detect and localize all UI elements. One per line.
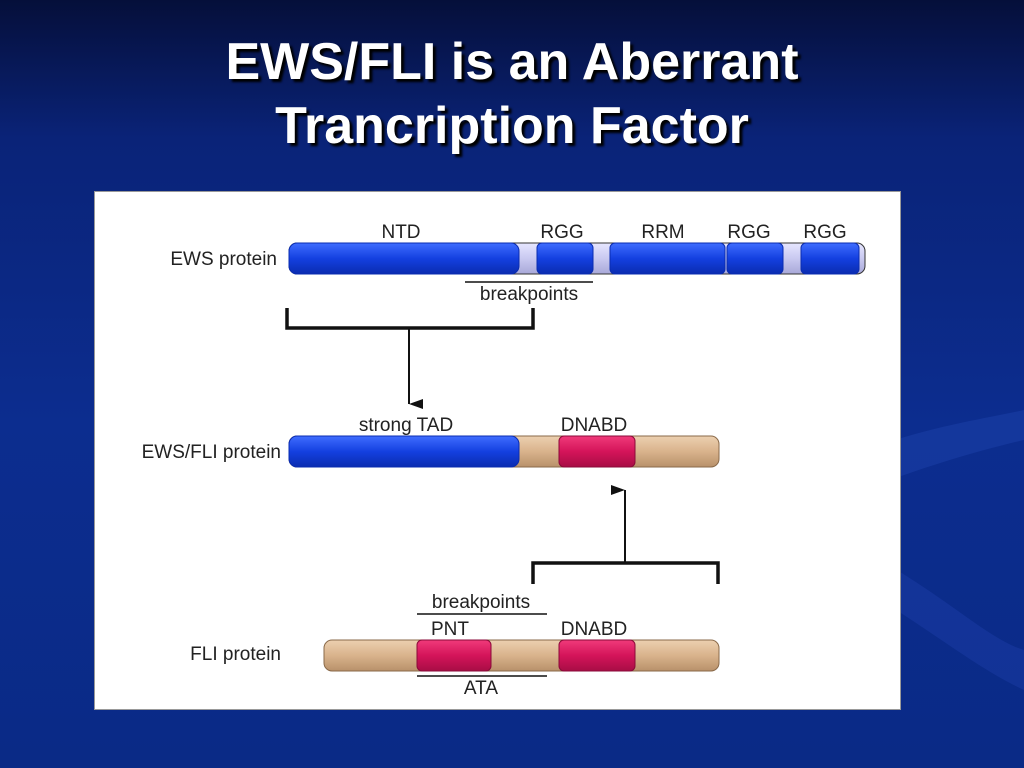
fli-bracket [531,561,720,584]
ews-rrm-segment [609,242,726,275]
ews-protein-label: EWS protein [170,249,277,270]
ews-ntd-segment [288,242,520,275]
ews-domain-rgg-2-label: RGG [727,222,770,243]
fli-dnabd-segment [558,639,636,672]
fli-protein-label: FLI protein [190,644,281,665]
fli-protein-bar [323,639,720,672]
slide-title-line-2: Trancription Factor [275,97,749,155]
ews-rgg-2-segment [726,242,784,275]
fusion-tad-segment [288,435,520,468]
ews-rgg-3-segment [800,242,860,275]
ews-domain-rrm-label: RRM [641,222,684,243]
ews-domain-rgg-1-label: RGG [540,222,583,243]
ews-breakpoints-label: breakpoints [480,284,578,305]
ews-domain-ntd-label: NTD [381,222,420,243]
fli-pnt-segment [416,639,492,672]
ews-rgg-1-segment [536,242,594,275]
fli-breakpoints-label: breakpoints [432,592,530,613]
fli-domain-pnt-label: PNT [431,619,469,640]
fusion-domain-dnabd-label: DNABD [561,415,628,436]
fusion-protein-row: EWS/FLI protein strong TAD DNABD [142,415,720,468]
fusion-domain-tad-label: strong TAD [359,415,453,436]
diagram-panel: EWS protein NTD RGG RRM RGG RGG breakpoi… [94,191,901,710]
fusion-protein-label: EWS/FLI protein [142,442,281,463]
slide-title: EWS/FLI is an Aberrant Trancription Fact… [0,30,1024,158]
slide-title-line-1: EWS/FLI is an Aberrant [225,33,799,91]
ews-to-fusion-connector [285,308,535,409]
ews-bracket [285,308,535,330]
protein-diagram: EWS protein NTD RGG RRM RGG RGG breakpoi… [142,222,866,699]
ews-protein-bar [288,242,866,275]
fli-ata-label: ATA [464,678,498,699]
fli-to-fusion-connector [531,485,720,584]
ews-domain-rgg-3-label: RGG [803,222,846,243]
fusion-protein-bar [288,435,720,468]
fusion-dnabd-segment [558,435,636,468]
fli-protein-row: breakpoints PNT DNABD FLI protein ATA [190,592,720,699]
ews-protein-row: EWS protein NTD RGG RRM RGG RGG breakpoi… [170,222,866,305]
fli-domain-dnabd-label: DNABD [561,619,628,640]
